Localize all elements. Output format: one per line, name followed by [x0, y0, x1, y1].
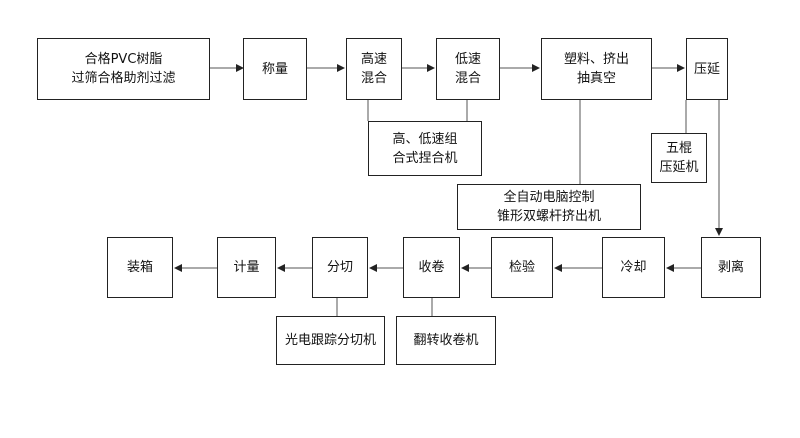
step-raw-material: 合格PVC树脂 过筛合格助剂过滤 [37, 38, 210, 100]
step-packing-label: 装箱 [126, 260, 153, 275]
step-metering: 计量 [217, 237, 276, 298]
step-raw-material-line-1: 合格PVC树脂 [84, 52, 163, 67]
equipment-slitter-label: 光电跟踪分切机 [284, 333, 376, 348]
step-plasticize-extrude: 塑料、挤出 抽真空 [541, 38, 652, 100]
step-stripping: 剥离 [701, 237, 761, 298]
step-inspection-label: 检验 [508, 260, 535, 275]
step-plasticize-extrude-line-1: 塑料、挤出 [563, 52, 629, 67]
equipment-winder-label: 翻转收卷机 [413, 333, 479, 348]
step-winding-label: 收卷 [418, 260, 445, 275]
equipment-extruder-line-2: 锥形双螺杆挤出机 [496, 209, 601, 224]
step-high-speed-mixing: 高速 混合 [346, 38, 402, 100]
step-calendering-label: 压延 [693, 61, 720, 77]
step-low-speed-mixing: 低速 混合 [436, 38, 500, 100]
equipment-slitter: 光电跟踪分切机 [276, 316, 385, 365]
step-raw-material-line-2: 过筛合格助剂过滤 [71, 71, 176, 86]
step-winding: 收卷 [403, 237, 460, 298]
step-weighing: 称量 [243, 38, 307, 100]
step-packing: 装箱 [107, 237, 173, 298]
step-calendering: 压延 [686, 38, 728, 100]
step-low-speed-mixing-line-2: 混合 [454, 71, 481, 86]
equipment-mixer-combo: 高、低速组 合式捏合机 [368, 121, 482, 176]
equipment-calender-line-1: 五棍 [665, 141, 692, 156]
equipment-winder: 翻转收卷机 [396, 316, 496, 365]
step-weighing-label: 称量 [261, 61, 288, 77]
step-cooling-label: 冷却 [620, 260, 647, 275]
step-metering-label: 计量 [233, 260, 260, 275]
equipment-mixer-combo-line-1: 高、低速组 [392, 131, 458, 147]
equipment-calender: 五棍 压延机 [651, 133, 707, 183]
step-high-speed-mixing-line-1: 高速 [360, 52, 387, 67]
step-low-speed-mixing-line-1: 低速 [454, 52, 481, 67]
step-slitting: 分切 [312, 237, 368, 298]
step-cooling: 冷却 [602, 237, 665, 298]
step-stripping-label: 剥离 [717, 260, 744, 275]
equipment-extruder: 全自动电脑控制 锥形双螺杆挤出机 [457, 184, 641, 230]
equipment-extruder-line-1: 全自动电脑控制 [503, 190, 595, 205]
equipment-calender-line-2: 压延机 [659, 160, 699, 175]
step-plasticize-extrude-line-2: 抽真空 [576, 71, 616, 86]
equipment-mixer-combo-line-2: 合式捏合机 [392, 150, 458, 166]
step-high-speed-mixing-line-2: 混合 [360, 71, 387, 86]
step-slitting-label: 分切 [326, 260, 353, 275]
step-inspection: 检验 [491, 237, 553, 298]
